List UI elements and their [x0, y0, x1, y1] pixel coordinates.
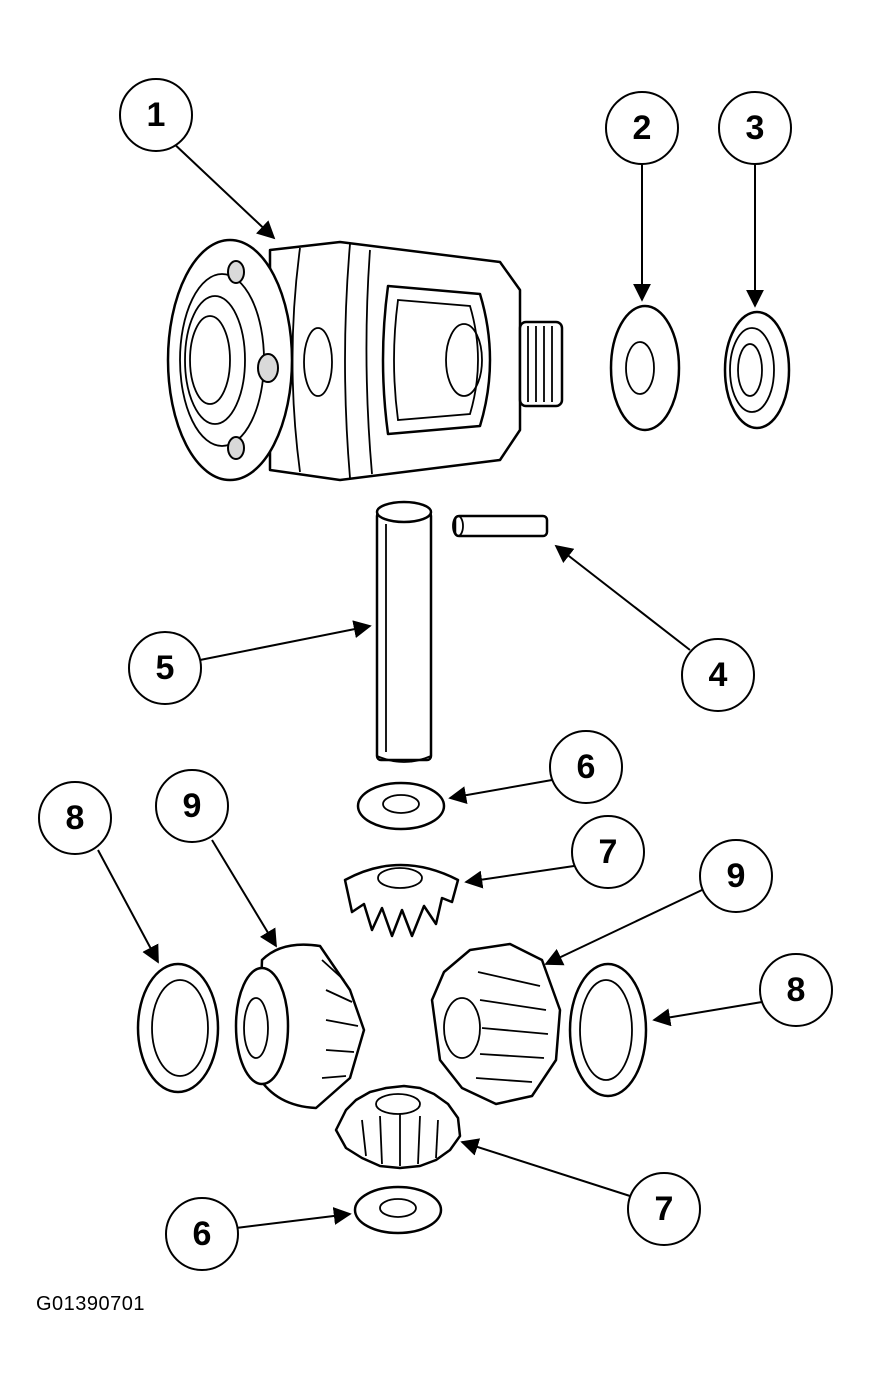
callout-7-top: 7: [571, 815, 645, 889]
callout-3: 3: [718, 91, 792, 165]
leader-8a: [97, 849, 159, 964]
leader-4: [554, 544, 691, 651]
figure-code: G01390701: [36, 1293, 146, 1315]
svg-text:7: 7: [655, 1190, 674, 1228]
svg-text:8: 8: [787, 971, 806, 1009]
svg-text:5: 5: [156, 649, 175, 687]
side-gear-washer-left: [136, 962, 220, 1094]
svg-text:9: 9: [727, 857, 746, 895]
callout-2: 2: [605, 91, 679, 165]
svg-text:9: 9: [183, 787, 202, 825]
leader-5: [199, 620, 372, 661]
svg-text:6: 6: [193, 1215, 212, 1253]
leader-7b: [460, 1138, 631, 1197]
callout-1: 1: [119, 78, 193, 152]
svg-text:8: 8: [66, 799, 85, 837]
callout-8-right: 8: [759, 953, 833, 1027]
callout-7-bottom: 7: [627, 1172, 701, 1246]
callout-5: 5: [128, 631, 202, 705]
thrust-washer: [609, 304, 681, 432]
callout-4: 4: [681, 638, 755, 712]
leader-8b: [652, 1001, 763, 1027]
pinion-washer-bottom: [353, 1185, 443, 1235]
leader-6a: [448, 779, 553, 805]
callout-6-top: 6: [549, 730, 623, 804]
leader-6b: [235, 1207, 352, 1229]
svg-text:7: 7: [599, 833, 618, 871]
svg-text:2: 2: [633, 109, 652, 147]
side-gear-washer-right: [568, 962, 648, 1098]
differential-case: [166, 238, 564, 482]
svg-text:3: 3: [746, 109, 765, 147]
svg-text:1: 1: [147, 96, 166, 134]
side-gear-left: [234, 943, 366, 1110]
callout-9-left: 9: [155, 769, 229, 843]
side-gear-right: [430, 942, 562, 1106]
pinion-shaft: [375, 500, 433, 763]
leader-7a: [464, 865, 575, 889]
leader-9a: [211, 839, 277, 948]
pinion-washer-top: [356, 781, 446, 831]
pinion-gear-bottom: [334, 1084, 462, 1170]
callout-8-left: 8: [38, 781, 112, 855]
svg-text:6: 6: [577, 748, 596, 786]
oil-seal: [723, 310, 791, 430]
leader-1: [169, 139, 276, 240]
callout-6-bottom: 6: [165, 1197, 239, 1271]
lock-pin: [452, 514, 549, 538]
leader-9b: [544, 889, 703, 966]
pinion-gear-top: [343, 863, 460, 938]
svg-text:4: 4: [709, 656, 728, 694]
callout-9-right: 9: [699, 839, 773, 913]
